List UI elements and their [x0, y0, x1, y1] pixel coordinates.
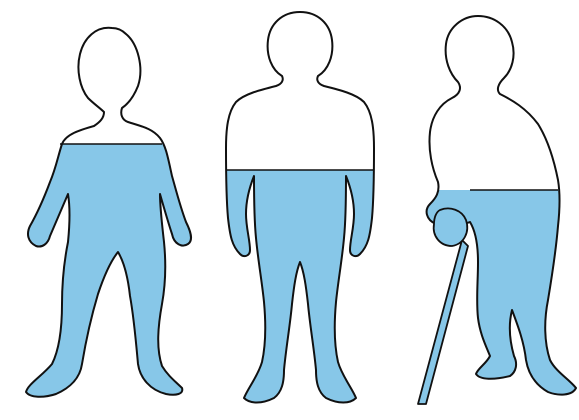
elderly-figure-with-cane [418, 16, 579, 410]
elderly-hand [434, 208, 468, 246]
adult-figure [220, 12, 380, 410]
young-adult-water-fill [20, 144, 195, 404]
cane-icon [418, 240, 468, 404]
young-adult-figure [20, 28, 195, 404]
adult-water-fill [220, 170, 380, 410]
